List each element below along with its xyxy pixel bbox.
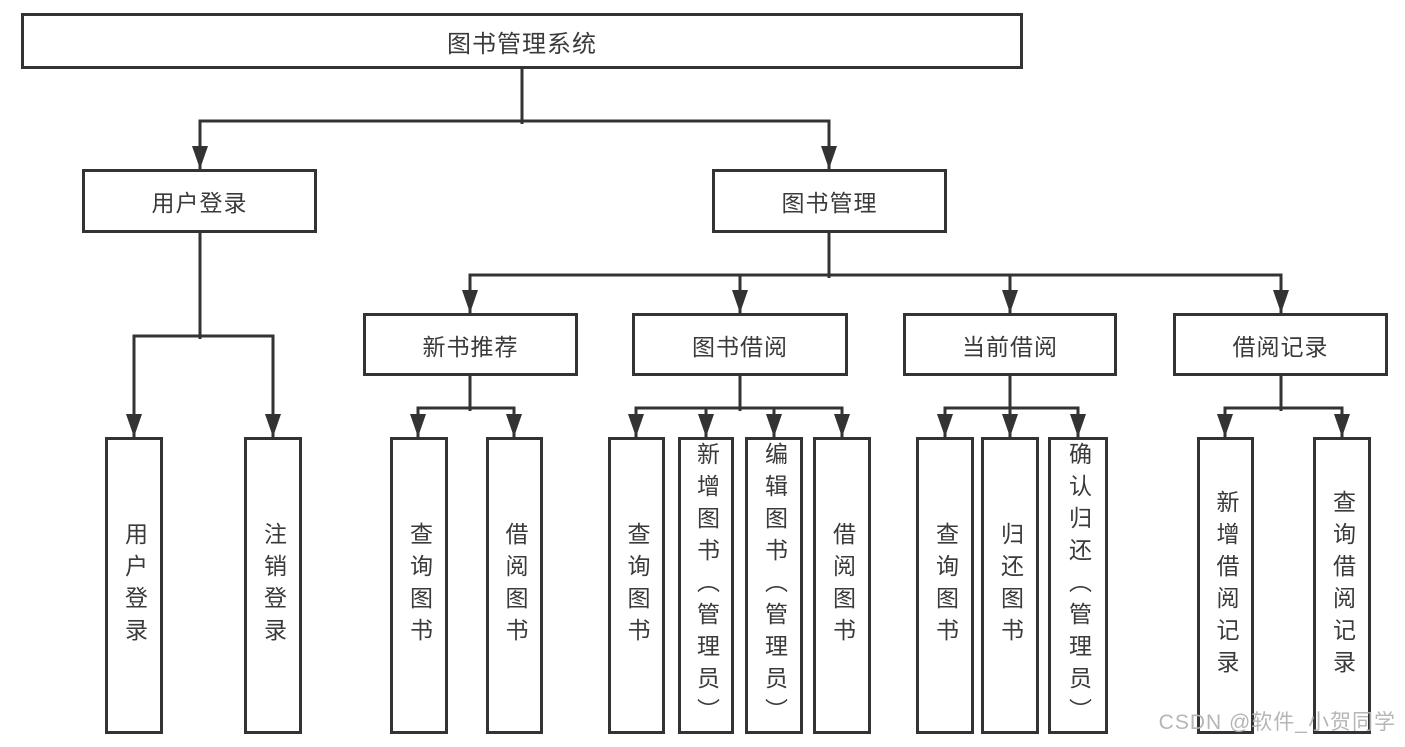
- node-leaf-logout: 注销登录: [244, 437, 302, 734]
- node-leaf-cb-return-books: 归还图书: [981, 437, 1039, 734]
- node-leaf-bb-borrow-books: 借阅图书: [813, 437, 871, 734]
- node-book-management: 图书管理: [712, 169, 947, 233]
- node-leaf-nb-borrow-books: 借阅图书: [486, 437, 543, 734]
- leaf-label: 用户登录: [121, 521, 148, 650]
- leaf-label: 确认归还（管理员）: [1065, 441, 1092, 730]
- leaf-label: 查询图书: [406, 521, 433, 650]
- leaf-label: 归还图书: [997, 521, 1024, 650]
- node-user-login: 用户登录: [82, 169, 317, 233]
- node-current-borrowing: 当前借阅: [903, 313, 1117, 376]
- node-new-book-recommendation: 新书推荐: [363, 313, 578, 376]
- leaf-label: 借阅图书: [829, 521, 856, 650]
- leaf-label: 查询图书: [932, 521, 959, 650]
- node-leaf-bb-add-book-admin: 新增图书（管理员）: [678, 437, 734, 734]
- node-borrowing-records: 借阅记录: [1173, 313, 1388, 376]
- node-leaf-cb-confirm-return-admin: 确认归还（管理员）: [1048, 437, 1108, 734]
- node-book-borrowing: 图书借阅: [632, 313, 848, 376]
- leaf-label: 借阅图书: [502, 521, 528, 650]
- node-library-management-system: 图书管理系统: [21, 13, 1023, 69]
- leaf-label: 查询借阅记录: [1329, 489, 1356, 682]
- node-leaf-bb-query-books: 查询图书: [608, 437, 665, 734]
- node-leaf-bb-edit-book-admin: 编辑图书（管理员）: [745, 437, 803, 734]
- node-leaf-nb-query-books: 查询图书: [390, 437, 448, 734]
- node-leaf-cb-query-books: 查询图书: [916, 437, 974, 734]
- node-leaf-br-add-record: 新增借阅记录: [1197, 437, 1254, 734]
- leaf-label: 新增图书（管理员）: [693, 441, 720, 730]
- leaf-label: 查询图书: [624, 521, 650, 650]
- leaf-label: 注销登录: [260, 521, 287, 650]
- leaf-label: 新增借阅记录: [1213, 489, 1239, 682]
- node-leaf-user-login: 用户登录: [105, 437, 163, 734]
- csdn-watermark: CSDN @软件_小贺同学: [1158, 711, 1396, 734]
- node-leaf-br-query-record: 查询借阅记录: [1313, 437, 1371, 734]
- leaf-label: 编辑图书（管理员）: [761, 441, 788, 730]
